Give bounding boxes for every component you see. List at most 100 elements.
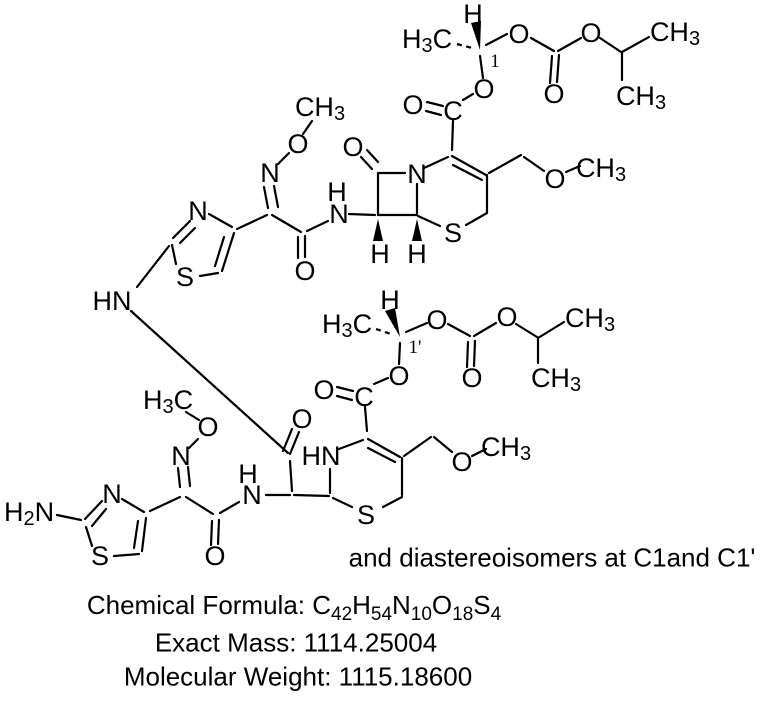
atom-label: CH3 — [576, 153, 626, 186]
bond — [424, 109, 443, 117]
bond — [216, 518, 221, 546]
bond — [281, 427, 294, 453]
bond — [220, 231, 236, 273]
exact-mass-text: Exact Mass: 1114.25004 — [154, 627, 438, 658]
bond — [366, 446, 397, 464]
atom-label: O — [287, 129, 308, 159]
atom-label: O — [342, 132, 363, 162]
hash-bond — [375, 327, 392, 336]
atom-label: CH3 — [616, 81, 666, 114]
bond — [422, 155, 450, 170]
bond — [331, 496, 354, 509]
bond — [171, 219, 192, 240]
atom-label: S — [91, 541, 109, 571]
atom-label: N — [329, 199, 349, 229]
wedge-bond — [385, 308, 400, 337]
bond — [337, 438, 365, 451]
bond — [556, 36, 583, 53]
atom-label: HN — [302, 441, 341, 471]
atom-label: CH3 — [531, 363, 581, 396]
chemical-formula-text: Chemical Formula: C42H54N10O18S4 — [86, 589, 502, 626]
bond — [381, 495, 404, 509]
atom-label: O — [204, 541, 225, 571]
atom-label: N — [171, 441, 191, 471]
atom-label: N — [188, 196, 208, 226]
bond — [140, 516, 148, 553]
bond — [186, 465, 192, 488]
atom-label: O — [496, 302, 517, 332]
bond — [305, 219, 330, 233]
bond — [301, 119, 314, 136]
bond — [416, 214, 442, 228]
bond — [397, 341, 402, 366]
bond — [120, 497, 146, 514]
bond — [176, 466, 182, 489]
atom-label: CH3 — [481, 432, 531, 465]
bond — [213, 235, 226, 268]
atom-label: H — [327, 177, 347, 207]
atom-label: H — [407, 239, 427, 269]
bond — [555, 53, 561, 84]
atom-label: H3C — [143, 385, 193, 418]
bond — [451, 163, 484, 182]
bond — [132, 519, 140, 550]
bond — [450, 119, 455, 152]
bond — [372, 376, 390, 386]
stereoisomer-note: and diastereoisomers at C1and C1' — [348, 542, 756, 573]
bond — [55, 513, 83, 522]
atom-label: O — [461, 363, 482, 393]
bond — [187, 437, 200, 450]
molecular-weight-text: Molecular Weight: 1115.18600 — [123, 661, 473, 692]
bond — [536, 320, 566, 340]
bond — [235, 213, 269, 231]
locant-label: 1 — [490, 51, 500, 72]
atom-label: O — [580, 18, 601, 48]
atom-label: O — [473, 74, 494, 104]
bond — [461, 92, 475, 102]
bond — [446, 322, 472, 338]
bond — [620, 35, 651, 54]
atom-label: O — [402, 90, 423, 120]
bond — [292, 493, 331, 498]
bond — [347, 212, 377, 217]
bond — [83, 499, 104, 521]
bond — [514, 322, 539, 339]
bond — [84, 525, 94, 548]
atom-label: H — [463, 0, 483, 29]
atom-label: O — [291, 404, 312, 434]
bond — [129, 309, 290, 455]
bond — [487, 153, 523, 175]
bond — [148, 495, 182, 513]
bond — [470, 447, 488, 458]
atom-label: N — [102, 479, 122, 509]
bond — [270, 213, 303, 234]
atom-label: C — [443, 96, 463, 126]
atom-label: S — [357, 500, 375, 530]
atom-label: N — [407, 159, 427, 189]
atom-label: H3C — [402, 24, 452, 57]
bond — [522, 155, 546, 173]
bond — [209, 519, 214, 547]
atom-label: O — [313, 375, 334, 405]
bond — [272, 184, 280, 209]
bond — [564, 164, 582, 174]
atom-label: H — [380, 285, 400, 315]
bond — [548, 54, 554, 85]
atom-label: H — [238, 459, 258, 489]
atom-label: CH3 — [650, 17, 700, 50]
atom-label: H2N — [4, 497, 54, 530]
bond — [464, 211, 489, 227]
bond — [472, 321, 498, 338]
atom-label: S — [176, 262, 194, 292]
atom-label: N — [260, 158, 280, 188]
bond — [450, 154, 488, 177]
wedge-bond — [373, 219, 383, 241]
atom-label: O — [544, 164, 565, 194]
bond — [484, 32, 509, 47]
atom-label: O — [451, 447, 472, 477]
bond — [366, 437, 402, 459]
bond — [529, 36, 556, 53]
bond — [335, 394, 354, 402]
